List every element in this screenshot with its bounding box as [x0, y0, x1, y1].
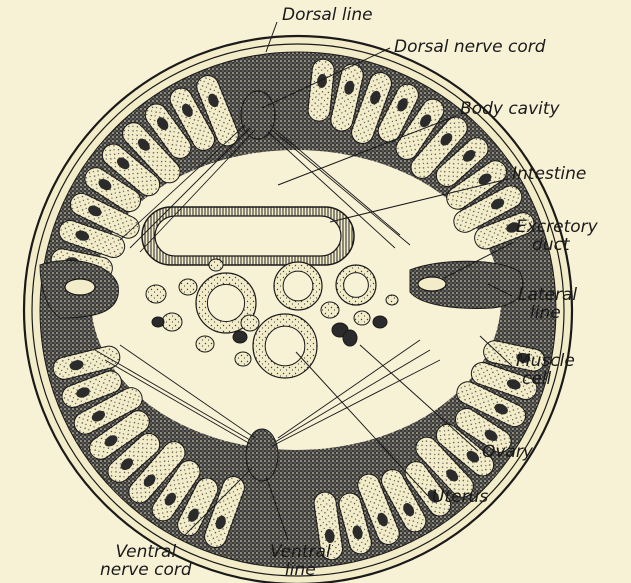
egg-cell — [235, 352, 251, 366]
excretory-duct-left — [65, 279, 95, 295]
tube-lumen — [344, 273, 369, 298]
label-muscle-cell: Muscle cell — [516, 352, 575, 388]
label-lateral-line: Lateral line — [518, 286, 577, 322]
egg-cell — [196, 336, 214, 352]
ovary-section — [233, 331, 247, 343]
label-ventral-nerve-cord-line2: nerve cord — [100, 561, 192, 579]
ovary-section — [373, 316, 387, 328]
label-ventral-line-line1: Ventral — [270, 543, 331, 561]
egg-cell — [162, 313, 182, 331]
excretory-duct-right — [418, 277, 446, 291]
label-intestine: Intestine — [512, 165, 586, 183]
label-ventral-nerve-cord-line1: Ventral — [100, 543, 192, 561]
label-uterus: Uterus — [432, 488, 488, 506]
label-lateral-line-line2: line — [518, 304, 577, 322]
ovary-section — [343, 330, 357, 346]
egg-cell — [209, 259, 223, 271]
egg-cell — [146, 285, 166, 303]
ovary-section — [152, 317, 164, 327]
egg-cell — [241, 315, 259, 331]
tube-lumen — [207, 284, 244, 321]
label-ventral-line: Ventral line — [270, 543, 331, 579]
egg-cell — [179, 279, 197, 295]
label-ovary: Ovary — [482, 443, 533, 461]
egg-cell — [321, 302, 339, 318]
label-body-cavity: Body cavity — [460, 100, 560, 118]
label-excretory-duct-line2: duct — [516, 236, 598, 254]
label-muscle-cell-line2: cell — [516, 370, 575, 388]
egg-cell — [354, 311, 370, 325]
egg-cell — [386, 295, 398, 305]
label-excretory-duct: Excretory duct — [516, 218, 598, 254]
label-excretory-duct-line1: Excretory — [516, 218, 598, 236]
label-dorsal-nerve-cord: Dorsal nerve cord — [394, 38, 546, 56]
label-ventral-line-line2: line — [270, 561, 331, 579]
label-dorsal-line: Dorsal line — [282, 6, 373, 24]
label-lateral-line-line1: Lateral — [518, 286, 577, 304]
tube-lumen — [283, 271, 313, 301]
intestine-lumen — [155, 216, 341, 256]
tube-lumen — [265, 326, 305, 366]
ventral-nerve-cord — [246, 429, 278, 481]
label-muscle-cell-line1: Muscle — [516, 352, 575, 370]
label-ventral-nerve-cord: Ventral nerve cord — [100, 543, 192, 579]
